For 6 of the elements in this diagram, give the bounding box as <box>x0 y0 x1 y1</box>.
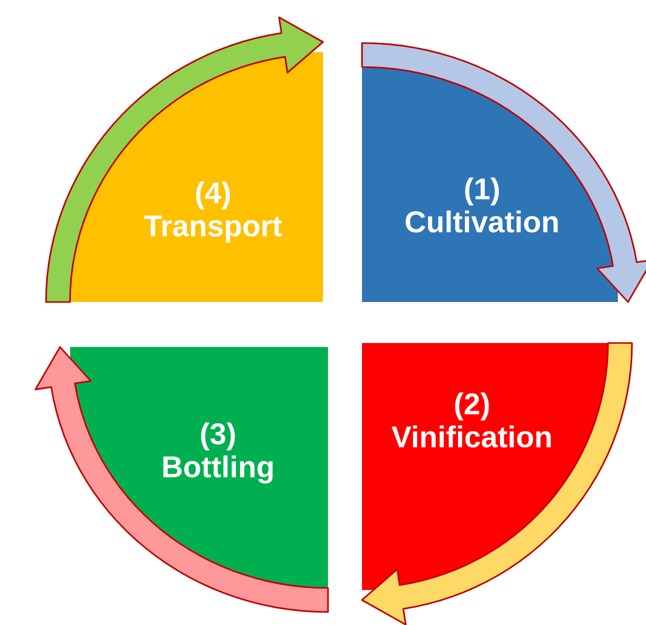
quadrant-sector: (3) Bottling <box>70 347 328 590</box>
curved-arrow <box>361 42 646 303</box>
quadrant-sector: (1) Cultivation <box>362 65 618 302</box>
quadrant-sector: (2) Vinification <box>362 343 610 590</box>
curved-arrow <box>45 16 324 303</box>
quadrant-sector: (4) Transport <box>68 52 323 302</box>
